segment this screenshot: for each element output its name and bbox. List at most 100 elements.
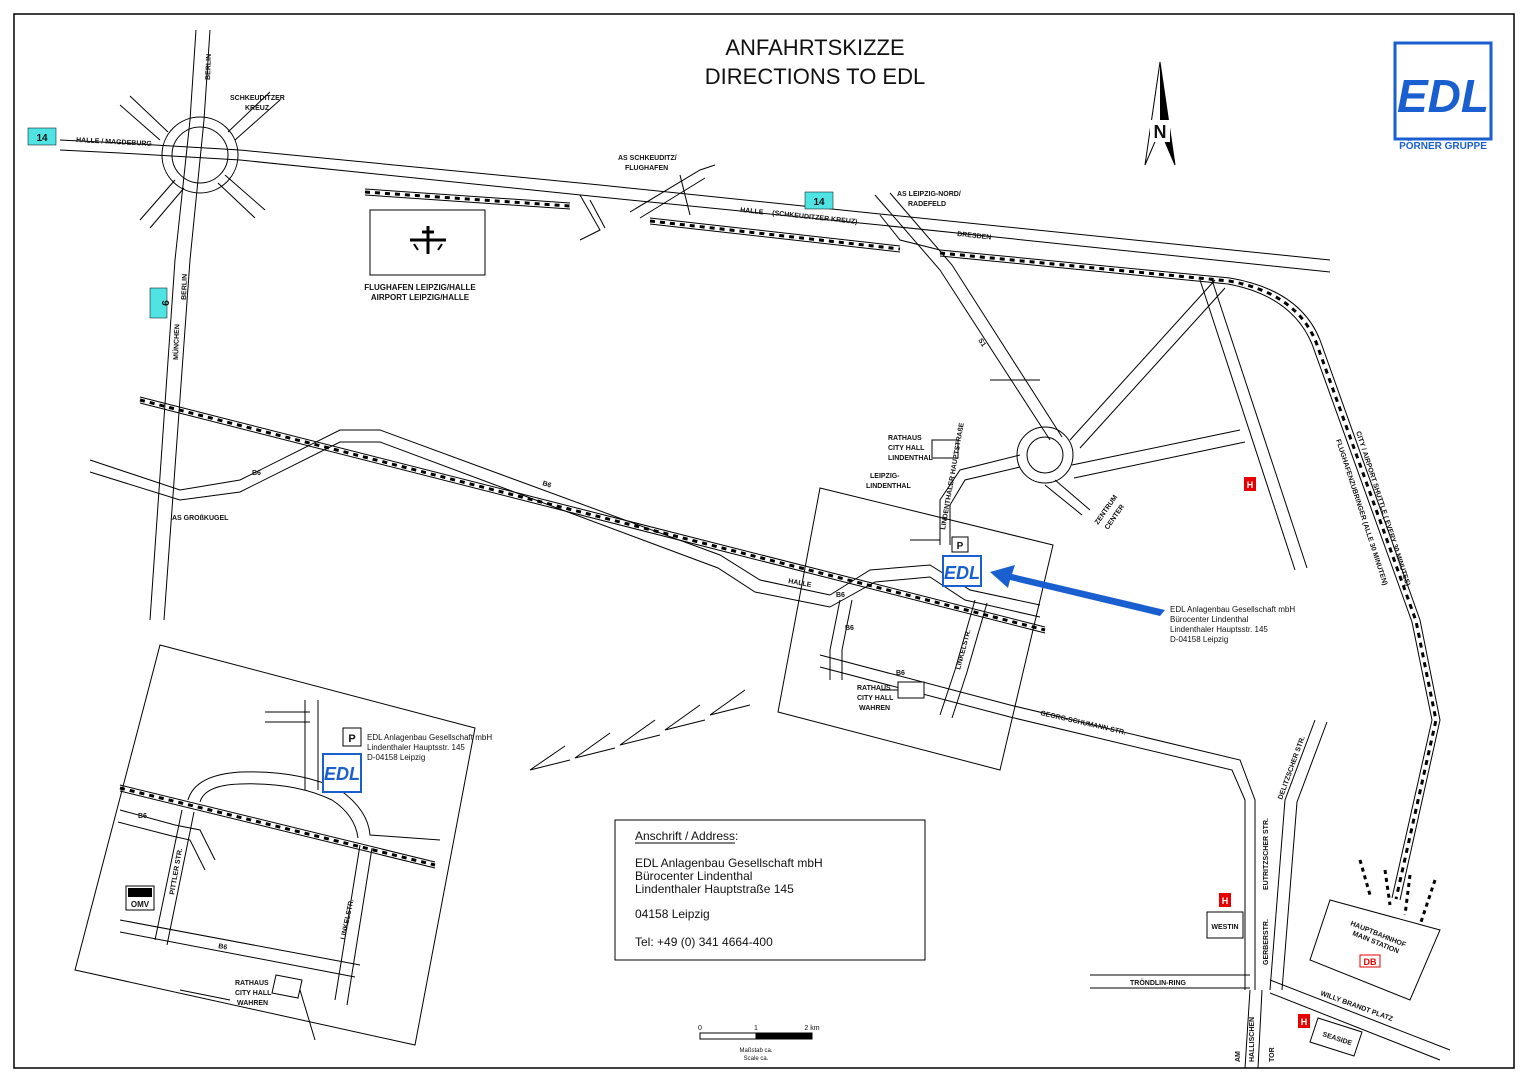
address-box: Anschrift / Address: EDL Anlagenbau Gese…: [614, 819, 926, 961]
label-georg-schumann: GEORG-SCHUMANN-STR.: [1040, 710, 1127, 737]
logo-text: EDL: [1397, 70, 1489, 122]
detail-frame: [777, 487, 1054, 771]
label-halle-b6: HALLE: [788, 578, 813, 589]
inset-rathaus-2: CITY HALL: [235, 990, 272, 997]
label-leipzig-lindenthal-2: LINDENTHAL: [866, 483, 911, 490]
label-westin: WESTIN: [1211, 924, 1238, 931]
inset-rathaus-building: [271, 974, 303, 999]
map-title: ANFAHRTSKIZZE: [725, 35, 904, 60]
address-street: Lindenthaler Hauptstraße 145: [635, 882, 794, 896]
address-company: EDL Anlagenbau Gesellschaft mbH: [635, 856, 823, 870]
label-berlin-a9: BERLIN: [181, 274, 189, 300]
label-rathaus-wahren-3: WAHREN: [859, 705, 890, 712]
label-muenchen: MÜNCHEN: [171, 324, 181, 360]
address-city: 04158 Leipzig: [635, 907, 710, 921]
railways: [139, 188, 1441, 926]
label-b6-lower: B6: [896, 670, 905, 677]
label-b6-south: B6: [845, 625, 854, 632]
label-troendlin: TRÖNDLIN-RING: [1130, 978, 1187, 987]
omv-station-icon: OMV: [125, 885, 155, 911]
inset-parking-icon: P: [348, 733, 355, 745]
label-dresden: DRESDEN: [957, 231, 992, 242]
callout-line-4: D-04158 Leipzig: [1170, 635, 1228, 644]
inset-label-b6-west: B6: [138, 813, 147, 820]
label-as-leipzig-nord-1: AS LEIPZIG-NORD/: [897, 191, 961, 198]
airport-label-de: FLUGHAFEN LEIPZIG/HALLE: [364, 283, 476, 292]
label-s1: S1: [976, 337, 987, 348]
badge-a14-west: 14: [36, 133, 48, 144]
airplane-icon: [410, 226, 446, 254]
hotel-lindenthal-letter: H: [1247, 480, 1254, 490]
rathaus-lindenthal-building: [931, 439, 959, 459]
scale-label-de: Maßstab ca.: [739, 1048, 772, 1054]
label-halle-east: HALLE: [740, 207, 764, 216]
label-schkeuditzer-2: KREUZ: [245, 105, 270, 112]
address-heading: Anschrift / Address:: [635, 829, 738, 843]
hotel-westin-icon: H: [1219, 893, 1231, 907]
map-subtitle: DIRECTIONS TO EDL: [705, 64, 925, 89]
label-b6-mid: B6: [541, 480, 552, 489]
label-gerberstr: GERBERSTR.: [1263, 919, 1270, 965]
hotel-seaside-icon: H: [1298, 1014, 1310, 1028]
north-arrow-icon: N: [1144, 61, 1176, 166]
roads: [59, 29, 1451, 1069]
label-as-schkeuditz-2: FLUGHAFEN: [625, 165, 668, 172]
edl-callout: EDL Anlagenbau Gesellschaft mbH Bürocent…: [1170, 605, 1295, 644]
label-rathaus-lindenthal-1: RATHAUS: [888, 435, 922, 442]
inset-edl-logo: EDL: [322, 753, 362, 793]
inset-rathaus-1: RATHAUS: [235, 980, 269, 987]
edl-marker-text: EDL: [944, 563, 980, 583]
motorway-badges: 14 14 9: [27, 127, 834, 319]
label-rathaus-wahren-1: RATHAUS: [857, 685, 891, 692]
label-schkeuditzer-1: SCHKEUDITZER: [230, 95, 285, 102]
label-flughafenzubringer: FLUGHAFENZUBRINGER (ALLE 30 MINUTEN): [1334, 438, 1388, 586]
db-icon: DB: [1364, 957, 1377, 967]
inset-logo-text: EDL: [324, 764, 360, 784]
scale-tick-0: 0: [698, 1025, 702, 1032]
scale-label-en: Scale ca.: [744, 1056, 769, 1062]
map-frame: [13, 13, 1515, 1069]
label-delitzscher: DELITZSCHER STR.: [1277, 735, 1306, 800]
callout-line-1: EDL Anlagenbau Gesellschaft mbH: [1170, 605, 1295, 614]
inset-map: P EDL EDL Anlagenbau Gesellschaft mbH Li…: [74, 644, 492, 1046]
label-as-grosskugel: AS GROßKUGEL: [172, 515, 229, 522]
inset-parking-box: [342, 727, 362, 747]
address-phone: Tel: +49 (0) 341 4664-400: [635, 935, 773, 949]
seaside-building: SEASIDE: [1309, 1017, 1363, 1057]
scale-tick-1: 1: [754, 1025, 758, 1032]
inset-label-b6-south: B6: [218, 943, 228, 951]
inset-rathaus-3: WAHREN: [237, 1000, 268, 1007]
label-b6-west: B6: [252, 470, 261, 477]
callout-line-2: Bürocenter Lindenthal: [1170, 615, 1249, 624]
rathaus-wahren-building: [897, 681, 925, 699]
label-as-leipzig-nord-2: RADEFELD: [908, 201, 946, 208]
inset-address-2: Lindenthaler Hauptsstr. 145: [367, 743, 465, 752]
label-am: AM: [1235, 1051, 1242, 1062]
north-label: N: [1154, 122, 1167, 142]
edl-pointer-arrow: [990, 565, 1165, 616]
label-hallischen: HALLISCHEN: [1249, 1017, 1256, 1062]
airport-label-en: AIRPORT LEIPZIG/HALLE: [371, 293, 470, 302]
label-halle-magdeburg: HALLE / MAGDEBURG: [76, 137, 153, 148]
logo-subtitle: PÖRNER GRUPPE: [1399, 139, 1487, 152]
scale-tick-2: 2 km: [804, 1025, 819, 1032]
label-rathaus-wahren-2: CITY HALL: [857, 695, 894, 702]
label-linkelstr: LINKELSTR.: [955, 629, 972, 671]
address-building: Bürocenter Lindenthal: [635, 869, 752, 883]
label-rathaus-lindenthal-2: CITY HALL: [888, 445, 925, 452]
callout-line-3: Lindenthaler Hauptsstr. 145: [1170, 625, 1268, 634]
inset-address-1: EDL Anlagenbau Gesellschaft mbH: [367, 733, 492, 742]
label-leipzig-lindenthal-1: LEIPZIG-: [870, 473, 900, 480]
label-lindenthaler-hauptstrasse: LINDENTHALER HAUPTSTRAßE: [940, 422, 966, 530]
label-schkeuditzer-paren: (SCHKEUDITZER KREUZ): [772, 210, 858, 226]
zoom-chevrons: [529, 689, 751, 771]
badge-a9: 9: [159, 300, 170, 306]
omv-label: OMV: [131, 900, 150, 909]
label-eutritzscher: EUTRITZSCHER STR.: [1263, 818, 1270, 890]
label-berlin-top: BERLIN: [205, 54, 213, 80]
label-willy-brandt: WILLY BRANDT PLATZ: [1319, 990, 1394, 1023]
badge-a14-east: 14: [813, 197, 825, 208]
airport: FLUGHAFEN LEIPZIG/HALLE AIRPORT LEIPZIG/…: [364, 209, 486, 302]
hotel-seaside-letter: H: [1301, 1017, 1308, 1027]
